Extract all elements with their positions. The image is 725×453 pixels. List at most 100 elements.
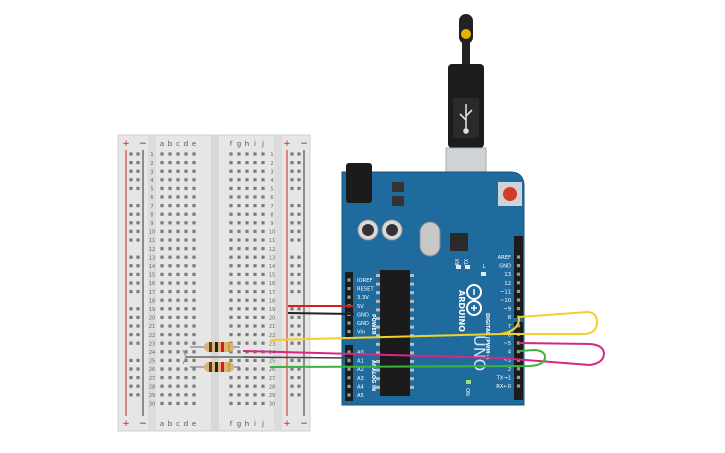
- breadboard-hole[interactable]: [237, 324, 241, 328]
- breadboard-hole[interactable]: [245, 367, 249, 371]
- breadboard-hole[interactable]: [160, 272, 164, 276]
- breadboard-hole[interactable]: [184, 178, 188, 182]
- rail-hole[interactable]: [136, 290, 140, 294]
- breadboard-hole[interactable]: [184, 358, 188, 362]
- breadboard-hole[interactable]: [184, 221, 188, 225]
- breadboard-hole[interactable]: [160, 212, 164, 216]
- breadboard-hole[interactable]: [229, 350, 233, 354]
- rail-hole[interactable]: [290, 281, 294, 285]
- breadboard-hole[interactable]: [253, 186, 257, 190]
- breadboard-hole[interactable]: [237, 204, 241, 208]
- digital-pin[interactable]: [516, 289, 521, 293]
- breadboard-hole[interactable]: [192, 324, 196, 328]
- breadboard-hole[interactable]: [168, 212, 172, 216]
- breadboard-hole[interactable]: [237, 376, 241, 380]
- rail-hole[interactable]: [136, 204, 140, 208]
- breadboard-hole[interactable]: [192, 333, 196, 337]
- breadboard-hole[interactable]: [160, 152, 164, 156]
- breadboard-hole[interactable]: [229, 212, 233, 216]
- breadboard-hole[interactable]: [160, 281, 164, 285]
- breadboard-hole[interactable]: [160, 247, 164, 251]
- breadboard-hole[interactable]: [261, 272, 265, 276]
- breadboard-hole[interactable]: [184, 247, 188, 251]
- breadboard-hole[interactable]: [237, 290, 241, 294]
- breadboard-hole[interactable]: [261, 169, 265, 173]
- breadboard-hole[interactable]: [168, 204, 172, 208]
- rail-hole[interactable]: [129, 376, 133, 380]
- rail-hole[interactable]: [297, 324, 301, 328]
- rail-hole[interactable]: [129, 204, 133, 208]
- breadboard-hole[interactable]: [184, 186, 188, 190]
- breadboard-hole[interactable]: [245, 272, 249, 276]
- breadboard-hole[interactable]: [176, 204, 180, 208]
- rail-hole[interactable]: [290, 272, 294, 276]
- breadboard-hole[interactable]: [160, 255, 164, 259]
- rail-hole[interactable]: [290, 169, 294, 173]
- breadboard-hole[interactable]: [229, 204, 233, 208]
- wires[interactable]: [242, 305, 606, 368]
- breadboard-hole[interactable]: [261, 341, 265, 345]
- power-pin[interactable]: [347, 278, 351, 282]
- breadboard-hole[interactable]: [261, 238, 265, 242]
- breadboard-hole[interactable]: [229, 186, 233, 190]
- breadboard-hole[interactable]: [237, 161, 241, 165]
- analog-pin[interactable]: [347, 393, 351, 397]
- breadboard-hole[interactable]: [192, 264, 196, 268]
- breadboard-hole[interactable]: [176, 324, 180, 328]
- breadboard-hole[interactable]: [176, 169, 180, 173]
- breadboard-hole[interactable]: [261, 255, 265, 259]
- breadboard-hole[interactable]: [237, 212, 241, 216]
- breadboard-hole[interactable]: [245, 178, 249, 182]
- breadboard-hole[interactable]: [168, 221, 172, 225]
- breadboard-hole[interactable]: [192, 401, 196, 405]
- rail-hole[interactable]: [297, 161, 301, 165]
- analog-pin[interactable]: [347, 384, 351, 388]
- breadboard-hole[interactable]: [168, 195, 172, 199]
- breadboard-hole[interactable]: [245, 161, 249, 165]
- breadboard-hole[interactable]: [176, 290, 180, 294]
- rail-hole[interactable]: [136, 186, 140, 190]
- breadboard-hole[interactable]: [168, 186, 172, 190]
- breadboard-hole[interactable]: [261, 247, 265, 251]
- breadboard-hole[interactable]: [253, 341, 257, 345]
- breadboard-hole[interactable]: [192, 247, 196, 251]
- breadboard-hole[interactable]: [192, 178, 196, 182]
- breadboard-hole[interactable]: [192, 186, 196, 190]
- breadboard-hole[interactable]: [237, 195, 241, 199]
- rail-hole[interactable]: [297, 367, 301, 371]
- breadboard-hole[interactable]: [245, 384, 249, 388]
- rail-hole[interactable]: [290, 212, 294, 216]
- breadboard-hole[interactable]: [176, 178, 180, 182]
- rail-hole[interactable]: [297, 384, 301, 388]
- breadboard-hole[interactable]: [237, 298, 241, 302]
- breadboard-hole[interactable]: [261, 161, 265, 165]
- breadboard-hole[interactable]: [253, 290, 257, 294]
- breadboard-hole[interactable]: [253, 358, 257, 362]
- breadboard-hole[interactable]: [192, 376, 196, 380]
- breadboard-hole[interactable]: [176, 264, 180, 268]
- breadboard-hole[interactable]: [237, 229, 241, 233]
- breadboard-hole[interactable]: [192, 255, 196, 259]
- breadboard-hole[interactable]: [160, 161, 164, 165]
- rail-hole[interactable]: [297, 281, 301, 285]
- rail-hole[interactable]: [290, 290, 294, 294]
- wire-magenta[interactable]: [242, 342, 606, 367]
- breadboard-hole[interactable]: [176, 247, 180, 251]
- breadboard-hole[interactable]: [184, 264, 188, 268]
- wire-gray[interactable]: [242, 356, 352, 359]
- rail-hole[interactable]: [297, 212, 301, 216]
- breadboard-hole[interactable]: [229, 152, 233, 156]
- breadboard-hole[interactable]: [229, 384, 233, 388]
- breadboard-hole[interactable]: [160, 264, 164, 268]
- rail-hole[interactable]: [129, 341, 133, 345]
- breadboard-hole[interactable]: [176, 186, 180, 190]
- breadboard-hole[interactable]: [184, 324, 188, 328]
- rail-hole[interactable]: [136, 324, 140, 328]
- breadboard-hole[interactable]: [184, 169, 188, 173]
- wire-yellow[interactable]: [269, 310, 599, 341]
- breadboard-hole[interactable]: [237, 238, 241, 242]
- rail-hole[interactable]: [136, 169, 140, 173]
- breadboard-hole[interactable]: [160, 350, 164, 354]
- breadboard-hole[interactable]: [176, 238, 180, 242]
